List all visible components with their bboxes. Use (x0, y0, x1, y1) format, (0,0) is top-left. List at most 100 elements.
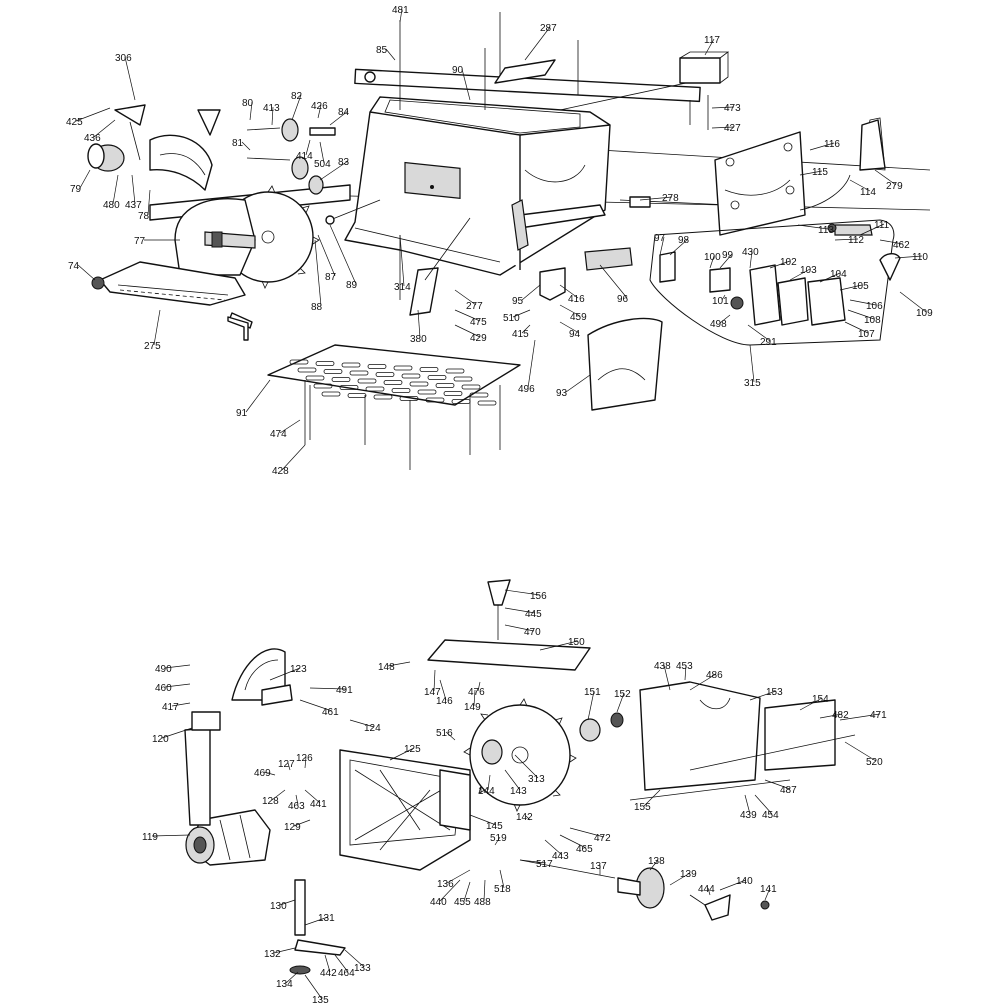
leader-line (847, 309, 875, 320)
callout-label: 109 (916, 308, 933, 319)
vent-slot (323, 369, 343, 374)
leader-line (849, 299, 877, 306)
callout-label: 461 (322, 707, 339, 718)
leader-line (124, 56, 136, 101)
leader-line (719, 879, 747, 891)
callout-label: 127 (278, 759, 295, 770)
callout-label: 97 (654, 233, 666, 244)
leader-line (93, 119, 116, 138)
callout-label: 138 (648, 856, 665, 867)
leader-line (299, 699, 333, 712)
motor-cover (629, 681, 856, 801)
vent-slot (373, 394, 393, 400)
leader-line (131, 174, 136, 205)
vent-slot (305, 375, 325, 381)
callout-label: 78 (138, 211, 150, 222)
callout-label: 278 (662, 193, 679, 204)
callout-label: 380 (410, 334, 427, 345)
callout-label: 414 (296, 151, 313, 162)
callout-label: 430 (742, 247, 759, 258)
leader-line (487, 774, 491, 791)
pulley-stack (246, 118, 381, 225)
callout-label: 126 (296, 753, 313, 764)
riving-knife (174, 198, 256, 276)
leader-line (749, 344, 755, 383)
callout-label: 82 (291, 91, 303, 102)
vent-slot (401, 373, 421, 379)
callout-label: 150 (568, 637, 585, 648)
callout-label: 137 (590, 861, 607, 872)
callout-label: 105 (852, 281, 869, 292)
callout-label: 413 (263, 103, 280, 114)
leader-line (669, 238, 689, 256)
callout-label: 117 (704, 35, 720, 46)
leader-line (494, 836, 501, 846)
leader-line (334, 954, 349, 973)
leader-line (304, 916, 329, 926)
vent-slot (419, 367, 439, 372)
leader-line (844, 741, 877, 762)
leader-line (899, 291, 927, 313)
leader-line (445, 731, 456, 741)
leader-line (417, 309, 421, 339)
leader-line (799, 697, 823, 711)
callout-label: 465 (576, 844, 593, 855)
splitter-bracket (487, 579, 511, 606)
callout-label: 103 (800, 265, 817, 276)
leader-line (241, 141, 251, 151)
vent-slot (315, 361, 335, 366)
callout-label: 445 (525, 609, 542, 620)
leader-line (319, 160, 349, 181)
hex-key (227, 316, 249, 341)
callout-label: 151 (584, 687, 601, 698)
leader-line (659, 236, 665, 256)
callout-label: 498 (710, 319, 727, 330)
vent-slot (445, 368, 465, 374)
leader-line (461, 68, 471, 101)
callout-label: 131 (318, 913, 335, 924)
leader-line (153, 309, 161, 346)
callout-label: 79 (70, 184, 82, 195)
callout-label: 116 (824, 139, 840, 150)
leader-line (399, 8, 403, 23)
callout-label: 444 (698, 884, 715, 895)
callout-label: 473 (724, 103, 741, 114)
leader-line (454, 324, 481, 338)
leader-line (317, 234, 336, 277)
leader-line (844, 321, 869, 334)
callout-label: 108 (864, 315, 881, 326)
bottom-plate (267, 344, 521, 470)
vent-slot (313, 383, 333, 389)
lower-assembly (184, 579, 856, 975)
callout-label: 510 (503, 313, 520, 324)
lower-guard (91, 261, 253, 329)
callout-label: 429 (470, 333, 487, 344)
callout-label: 480 (103, 200, 120, 211)
leader-line (525, 815, 531, 821)
callout-label: 437 (125, 200, 142, 211)
leader-line (669, 872, 691, 886)
callout-label: 99 (722, 250, 734, 261)
callout-label: 107 (858, 329, 875, 340)
base-housing (344, 96, 731, 276)
leader-line (747, 324, 771, 342)
upper-assembly (87, 12, 931, 470)
leader-line (77, 264, 96, 281)
callout-label: 93 (556, 388, 568, 399)
leader-line (559, 284, 579, 299)
callout-label: 142 (516, 812, 533, 823)
callout-label: 123 (290, 664, 307, 675)
callout-label: 110 (912, 252, 928, 263)
callout-label: 147 (424, 687, 441, 698)
leader-line (309, 687, 347, 690)
leader-line (287, 762, 291, 771)
elevation-gear (519, 859, 770, 921)
vent-slot (391, 388, 411, 393)
leader-line (389, 747, 415, 761)
callout-label: 104 (830, 269, 847, 280)
callout-label: 96 (617, 294, 629, 305)
leader-line (569, 827, 605, 838)
callout-label: 475 (470, 317, 487, 328)
